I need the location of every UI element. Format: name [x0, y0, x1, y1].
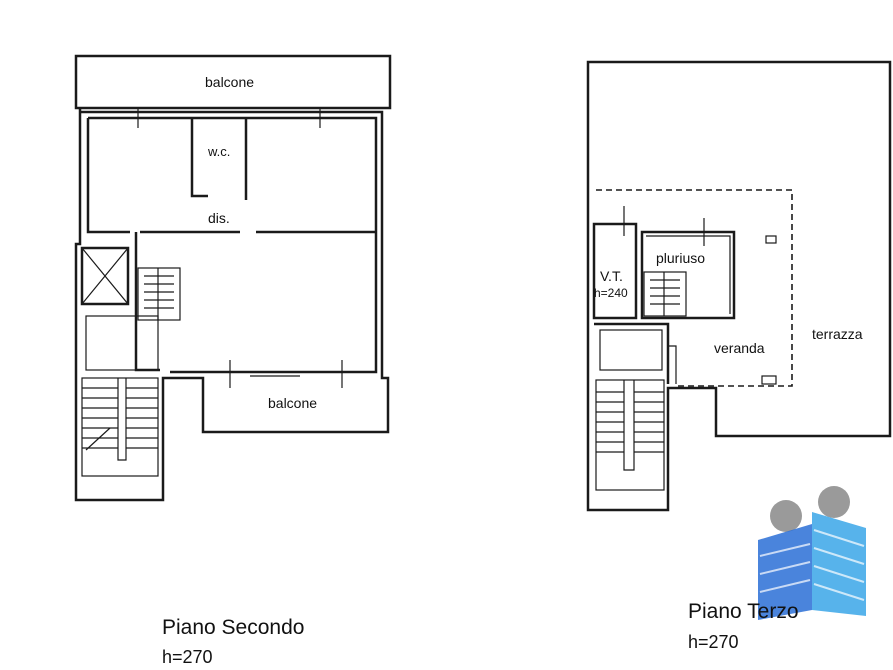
room-pluriuso: [640, 230, 736, 320]
stair-core-wall: [594, 322, 670, 384]
main-stair-treads-terzo: [596, 380, 664, 471]
room-pluriuso-inner: [646, 235, 731, 314]
stair-landing-terzo: [599, 329, 663, 371]
caption-piano-terzo-height: h=270: [688, 632, 739, 652]
main-stair-arrow: [85, 427, 111, 451]
window-marks: [160, 111, 300, 377]
spiral-stair-treads: [144, 268, 174, 320]
main-stair-treads: [82, 378, 158, 461]
logo-head-left: [770, 500, 802, 532]
terrace-outline: [586, 60, 892, 512]
wall-inner-perimeter: [88, 116, 378, 374]
room-label-vt-height: h=240: [594, 286, 628, 300]
lift-shaft: [80, 246, 130, 306]
plan-piano-terzo: [586, 60, 892, 512]
lift-shaft-cross: [81, 247, 129, 305]
room-label-vt: V.T.: [600, 268, 623, 284]
marker-bottom: [761, 375, 777, 385]
marker-top: [765, 235, 777, 244]
caption-piano-secondo: Piano Secondo: [162, 616, 305, 639]
spiral-stair-treads-terzo: [650, 272, 680, 316]
main-stair-box: [81, 377, 159, 477]
caption-piano-secondo-height: h=270: [162, 647, 213, 667]
room-label-balcone-top: balcone: [205, 74, 255, 90]
room-label-dis: dis.: [208, 210, 230, 226]
room-label-pluriuso: pluriuso: [656, 250, 706, 266]
door-marks-terzo: [623, 206, 705, 246]
stair-landing: [85, 315, 159, 371]
door-marks: [137, 108, 343, 388]
wall-wc-left: [190, 118, 208, 198]
balcony-top-outline: [74, 54, 392, 110]
logo-panel-right: [812, 512, 866, 616]
main-outline: [74, 108, 390, 502]
main-stair-box-terzo: [595, 379, 665, 491]
logo-head-right: [818, 486, 850, 518]
room-label-balcone-bottom: balcone: [268, 395, 318, 411]
spiral-stair-box: [137, 267, 181, 321]
veranda-step: [668, 345, 677, 384]
veranda-dashed-outline: [596, 189, 793, 387]
room-vt: [592, 222, 638, 320]
room-label-veranda: veranda: [714, 340, 765, 356]
agency-logo-people-icon: [758, 486, 866, 620]
room-label-terrazza: terrazza: [812, 326, 863, 342]
wall-living-left: [134, 232, 160, 372]
room-label-wc: w.c.: [208, 144, 231, 159]
caption-piano-terzo: Piano Terzo: [688, 600, 799, 623]
logo-stripes: [759, 529, 865, 601]
wall-left-room: [86, 118, 130, 234]
plan-piano-secondo: [74, 54, 392, 502]
logo-panel-left: [758, 524, 812, 620]
spiral-stair-box-terzo: [643, 271, 687, 317]
